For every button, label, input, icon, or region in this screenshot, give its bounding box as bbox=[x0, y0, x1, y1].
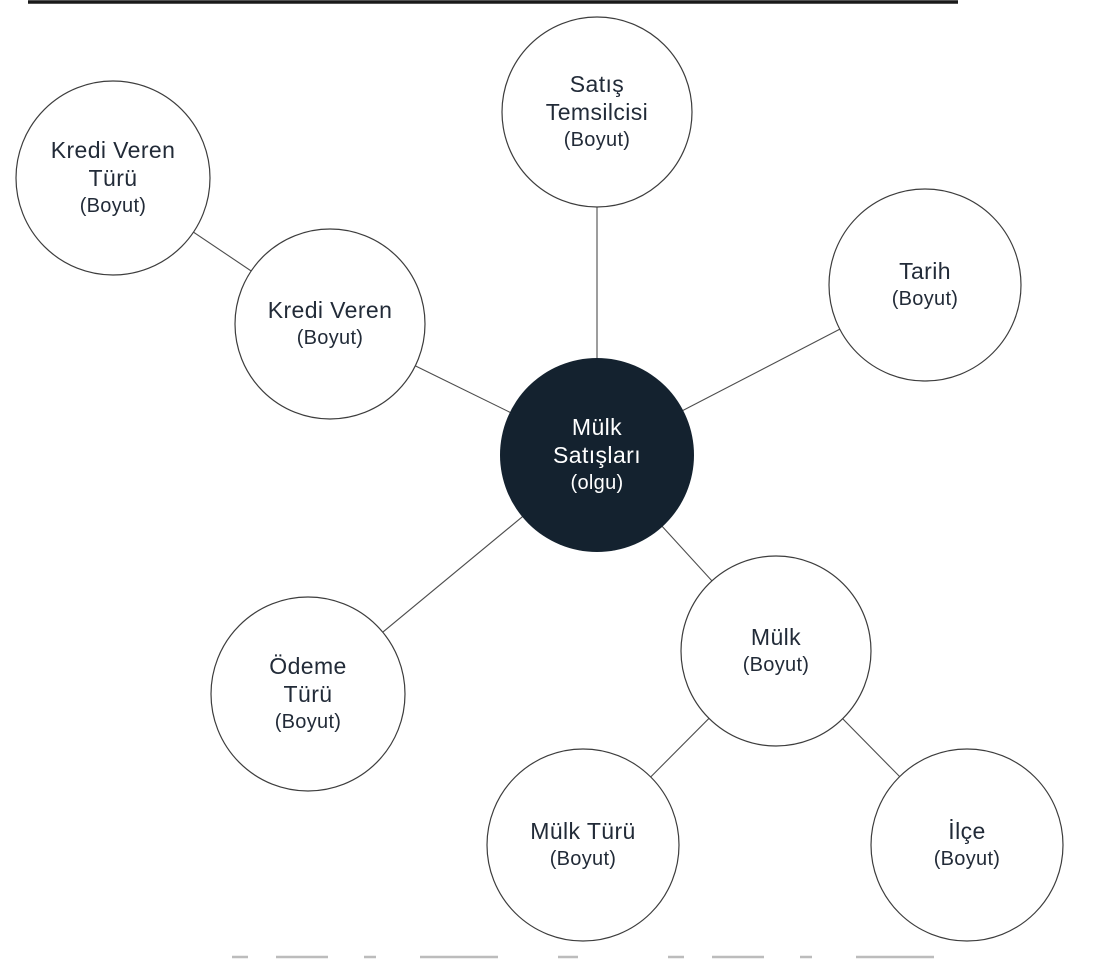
kredi-veren-turu-circle bbox=[15, 80, 211, 276]
node-kredi-veren: Kredi Veren(Boyut) bbox=[234, 228, 426, 420]
tarih-label: Tarih(Boyut) bbox=[892, 258, 959, 310]
node-mulk: Mülk(Boyut) bbox=[680, 555, 872, 747]
kredi-veren-circle bbox=[234, 228, 426, 420]
node-mulk-turu: Mülk Türü(Boyut) bbox=[486, 748, 680, 942]
node-ilce: İlçe(Boyut) bbox=[870, 748, 1064, 942]
tarih-circle bbox=[828, 188, 1022, 382]
mulk-circle bbox=[680, 555, 872, 747]
odeme-turu-circle bbox=[210, 596, 406, 792]
kredi-veren-label: Kredi Veren(Boyut) bbox=[268, 297, 393, 349]
mulk-satislari-circle bbox=[500, 358, 694, 552]
ilce-circle bbox=[870, 748, 1064, 942]
satis-temsilcisi-circle bbox=[501, 16, 693, 208]
mulk-turu-label: Mülk Türü(Boyut) bbox=[530, 818, 635, 870]
mulk-turu-circle bbox=[486, 748, 680, 942]
mulk-label: Mülk(Boyut) bbox=[743, 624, 810, 676]
node-tarih: Tarih(Boyut) bbox=[828, 188, 1022, 382]
ilce-label: İlçe(Boyut) bbox=[934, 818, 1001, 870]
